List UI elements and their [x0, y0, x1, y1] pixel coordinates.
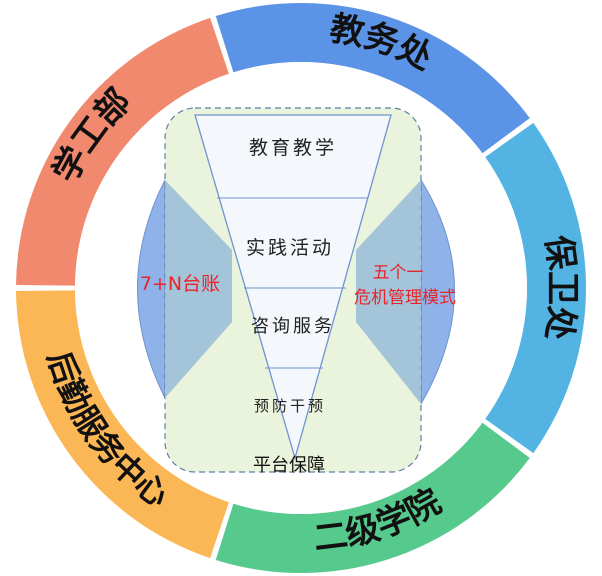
right-connector	[356, 180, 421, 404]
outer-ring	[16, 2, 586, 573]
left-block-label: 7+N台账	[140, 273, 220, 295]
ring-label-bwc: 保卫处	[537, 233, 582, 343]
ring-segment-hqfw	[16, 290, 229, 559]
funnel-layer-2: 实践活动	[246, 237, 334, 259]
left-lens	[137, 179, 166, 399]
ring-segment-xgb	[16, 17, 229, 286]
right-lens	[420, 178, 455, 406]
right-block-label-line1: 五个一	[373, 263, 424, 283]
funnel-base-label: 平台保障	[253, 455, 325, 476]
right-block-label-line2: 危机管理模式	[354, 288, 456, 308]
funnel-layer-3: 咨询服务	[251, 316, 335, 337]
ring-segment-ejxy	[215, 422, 530, 573]
ring-segment-jwc	[215, 2, 530, 154]
ring-label-bwc-path: 保卫处	[537, 233, 582, 343]
left-connector	[165, 180, 232, 398]
funnel-layer-1: 教育教学	[249, 137, 337, 159]
funnel-layer-4: 预防干预	[254, 397, 326, 415]
funnel	[194, 114, 392, 461]
ring-segment-bwc	[485, 122, 586, 454]
